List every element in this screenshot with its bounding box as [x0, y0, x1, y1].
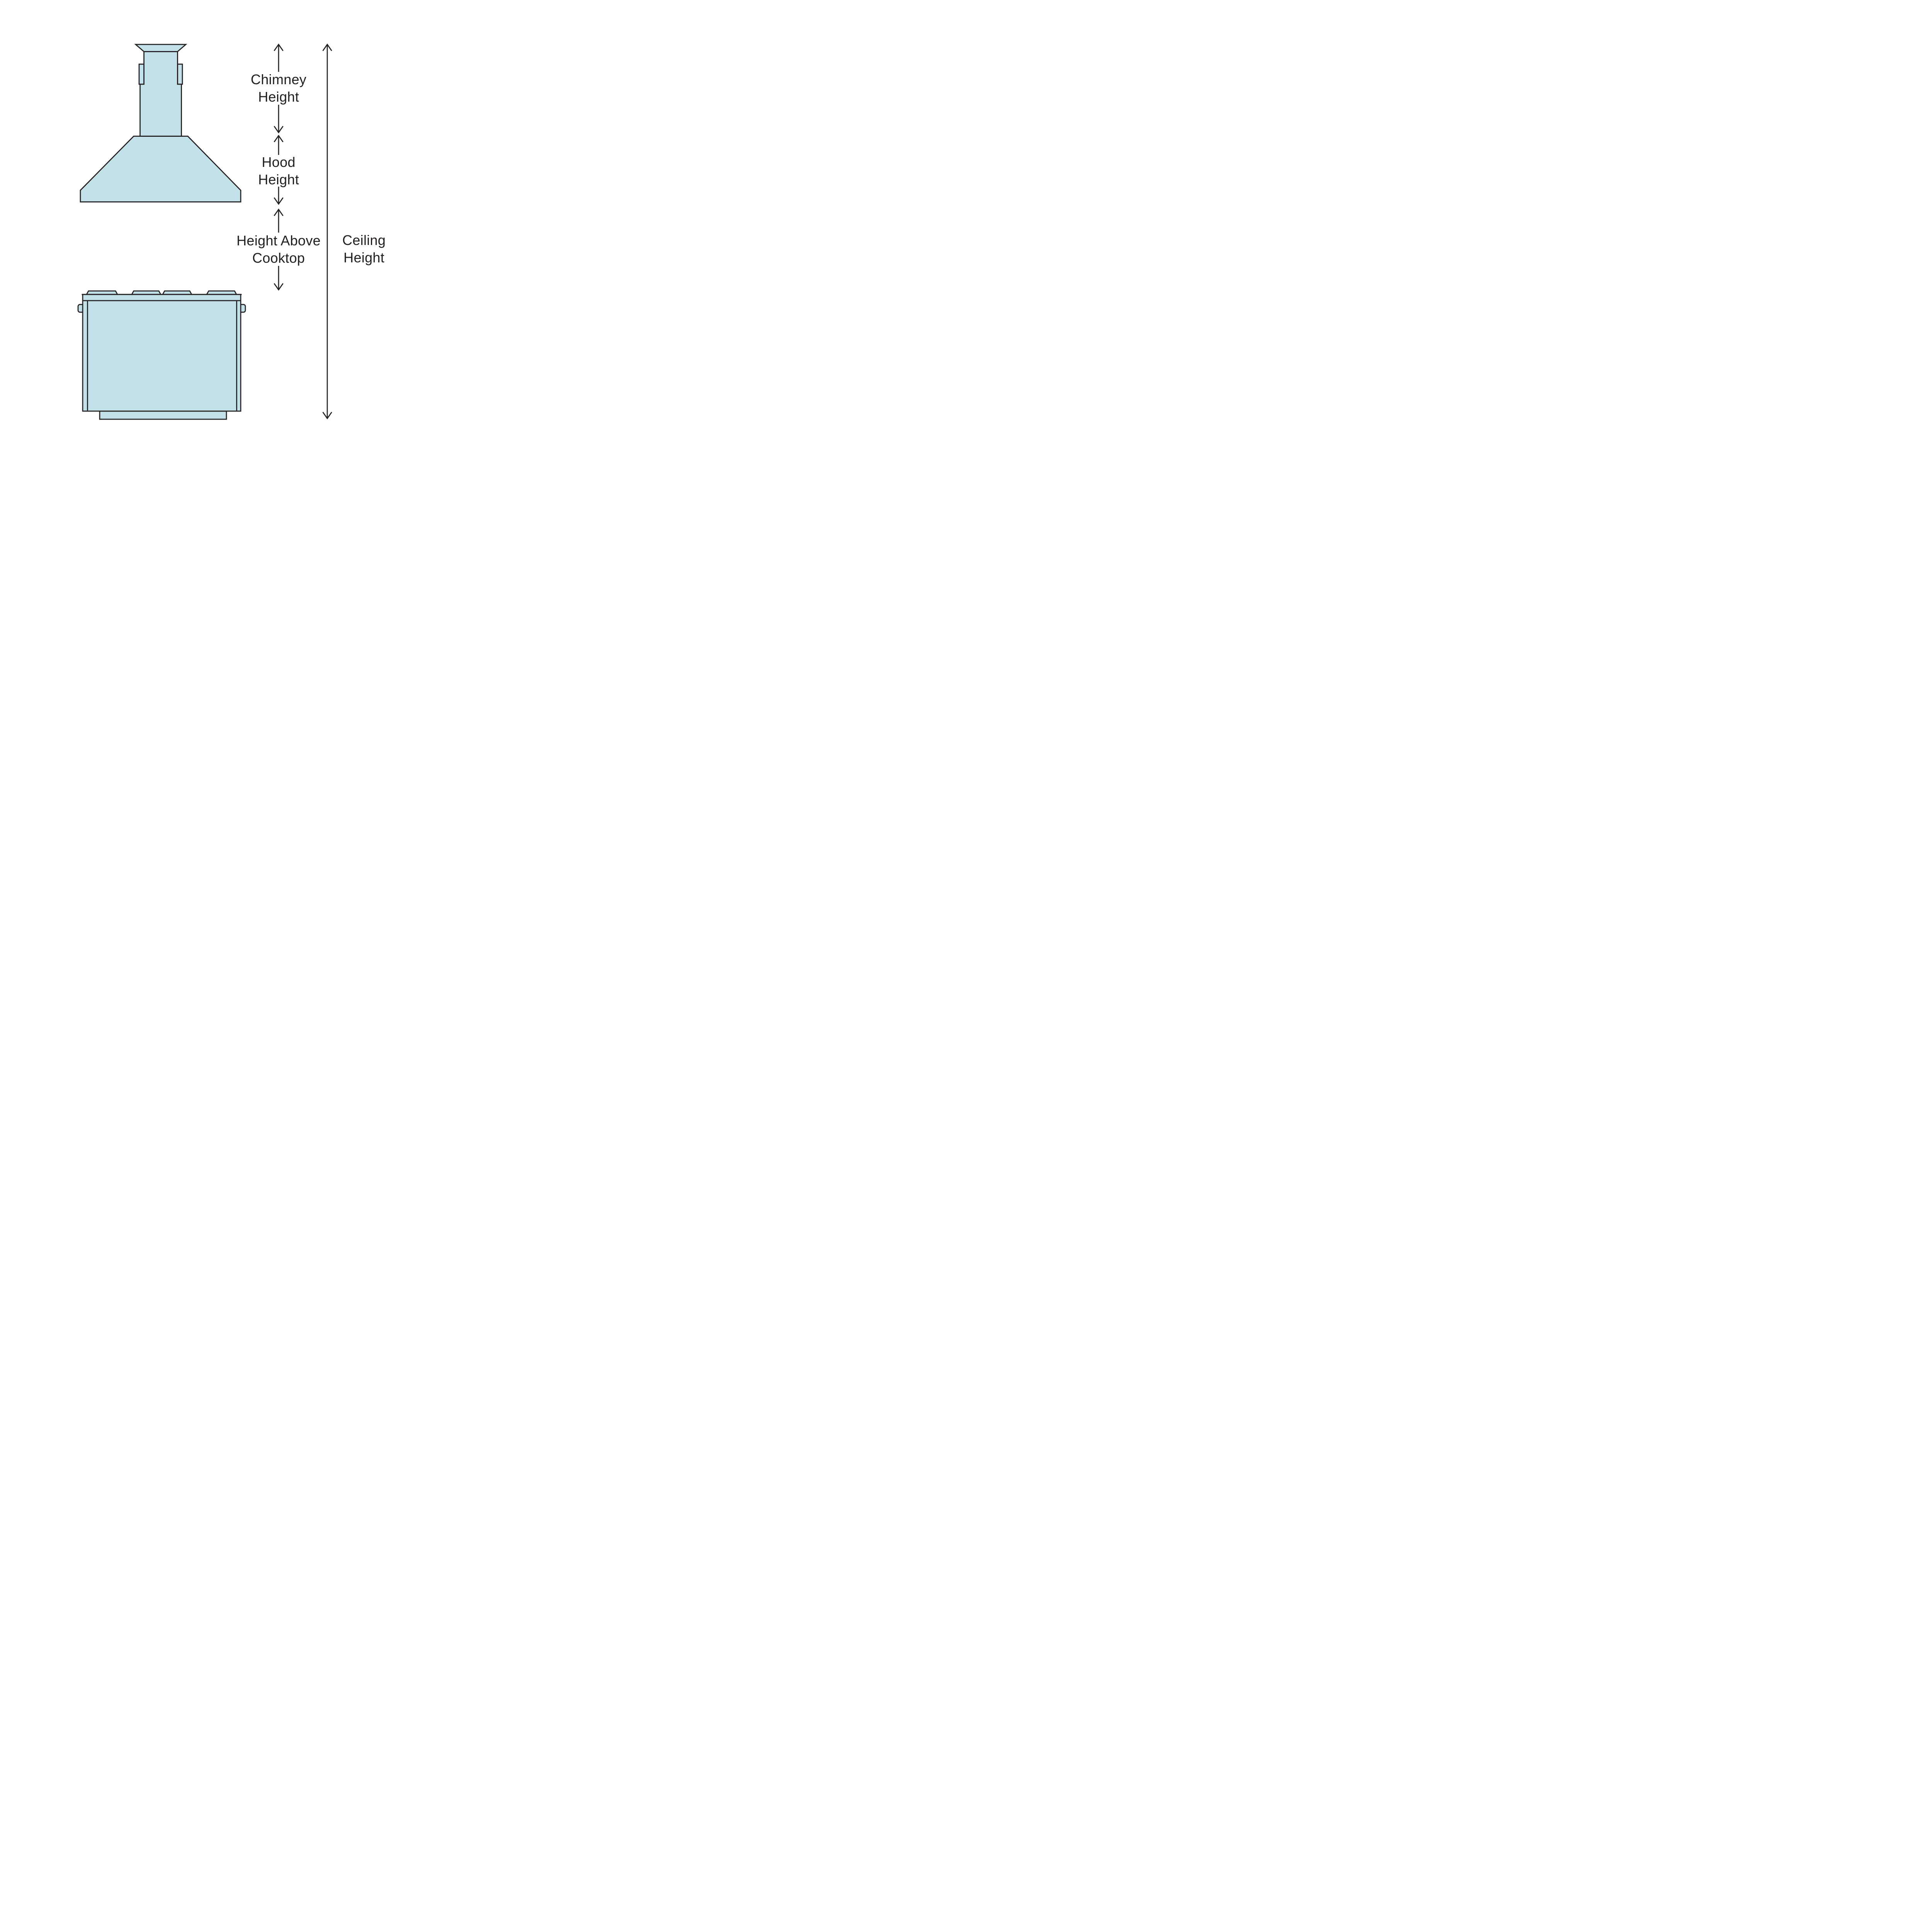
diagram-canvas — [77, 43, 332, 420]
range-base-plinth — [99, 410, 227, 420]
hood-left-bracket — [138, 63, 145, 85]
diagram-page: Chimney Height Hood Height Height Above … — [0, 0, 464, 464]
range-body — [82, 294, 242, 412]
cooktop-figure — [77, 290, 246, 420]
height-above-cooktop-arrow — [274, 208, 284, 291]
chimney-height-arrow — [274, 43, 284, 134]
measurement-arrows — [274, 43, 332, 420]
hood-height-arrow — [274, 134, 284, 205]
height-above-cooktop-label: Height Above Cooktop — [236, 233, 321, 266]
ceiling-height-label: Ceiling Height — [342, 232, 386, 265]
hood-right-bracket — [177, 63, 183, 85]
range-hood-figure — [80, 44, 242, 202]
hood-chimney-duct — [139, 51, 182, 137]
hood-chimney-cap — [134, 44, 187, 52]
hood-canopy — [80, 136, 242, 202]
hood-height-label: Hood Height — [258, 154, 299, 187]
ceiling-height-arrow — [322, 43, 332, 420]
chimney-height-label: Chimney Height — [250, 71, 307, 105]
